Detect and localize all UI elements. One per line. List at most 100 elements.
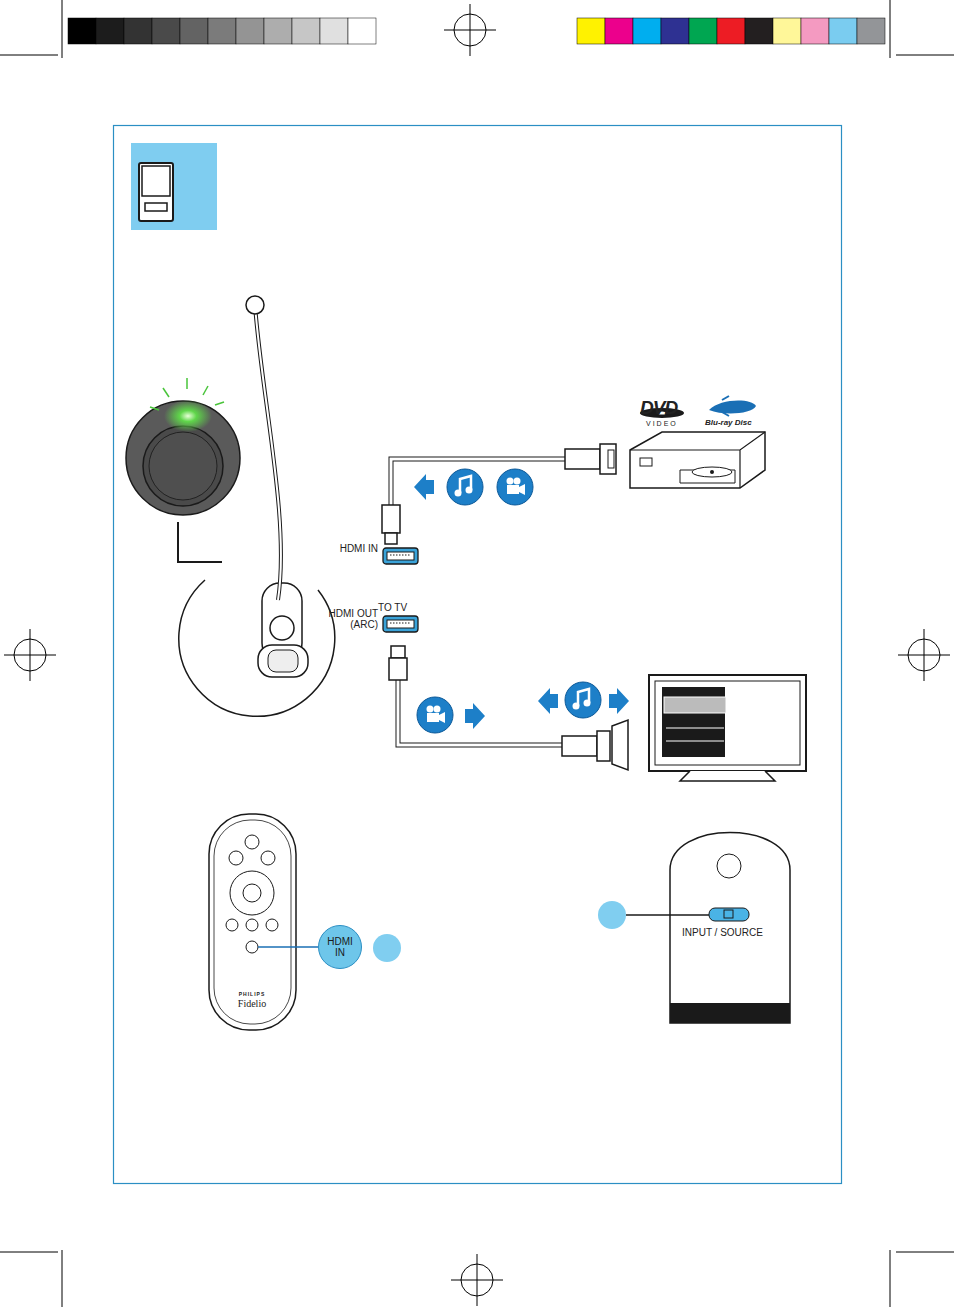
- drawing-rect: [608, 450, 614, 468]
- drawing-path: [414, 474, 434, 500]
- drawing-path: [722, 396, 729, 416]
- drawing-use: [4, 629, 56, 681]
- print-swatch: [605, 18, 633, 44]
- drawing-g: [150, 378, 224, 410]
- print-swatch: [68, 18, 96, 44]
- drawing-line: [215, 402, 224, 405]
- callout-text: HDMI IN: [325, 936, 355, 958]
- drawing-path: [391, 459, 566, 505]
- print-swatch: [320, 18, 348, 44]
- drawing-path: [255, 305, 281, 600]
- print-swatch: [745, 18, 773, 44]
- drawing-use: [383, 616, 418, 632]
- button-label: INPUT / SOURCE: [682, 927, 782, 938]
- print-swatch: [236, 18, 264, 44]
- drawing-path: [630, 432, 765, 488]
- dvd-logo: DVD: [640, 398, 688, 419]
- port-label: TO TV: [378, 602, 418, 613]
- drawing-path: [680, 771, 775, 781]
- drawing-rect: [724, 910, 733, 918]
- dvd-logo: VIDEO: [646, 420, 686, 428]
- drawing-circle: [246, 919, 258, 931]
- drawing-circle: [229, 851, 243, 865]
- drawing-rect: [670, 1003, 790, 1023]
- bluray-logo: Blu-ray Disc: [705, 419, 765, 428]
- drawing-rect: [258, 645, 308, 677]
- print-swatch: [717, 18, 745, 44]
- drawing-circle: [149, 432, 217, 500]
- drawing-rect: [131, 143, 217, 230]
- drawing-rect: [139, 163, 173, 221]
- drawing-path: [630, 432, 765, 488]
- print-swatch: [801, 18, 829, 44]
- drawing-rect: [562, 736, 597, 756]
- drawing-rect: [268, 650, 298, 672]
- drawing-line: [163, 388, 169, 397]
- drawing-line: [890, 0, 891, 58]
- drawing-use: [447, 469, 483, 505]
- drawing-path: [398, 679, 562, 745]
- drawing-path: [666, 728, 724, 741]
- drawing-circle: [126, 401, 240, 515]
- port-label: HDMI OUT (ARC): [318, 608, 378, 630]
- drawing-circle: [261, 851, 275, 865]
- drawing-line: [890, 1250, 891, 1307]
- drawing-polyline: [178, 522, 222, 562]
- drawing-line: [62, 0, 63, 58]
- print-swatch: [689, 18, 717, 44]
- drawing-rect: [385, 533, 397, 544]
- drawing-line: [258, 946, 318, 948]
- drawing-path: [179, 580, 335, 716]
- print-swatch: [124, 18, 152, 44]
- drawing-rect: [600, 444, 616, 474]
- drawing-path: [670, 833, 790, 1024]
- drawing-rect: [142, 166, 170, 196]
- drawing-circle: [717, 854, 741, 878]
- drawing-rect: [640, 458, 652, 466]
- drawing-circle: [143, 426, 223, 506]
- drawing-circle: [373, 934, 401, 962]
- drawing-circle: [246, 296, 264, 314]
- print-swatch: [773, 18, 801, 44]
- drawing-rect: [145, 203, 167, 211]
- drawing-path: [609, 688, 629, 714]
- drawing-rect: [597, 731, 610, 761]
- drawing-rect: [382, 505, 400, 533]
- print-swatch: [633, 18, 661, 44]
- brand-label: Fidelio: [222, 998, 282, 1009]
- print-swatch: [180, 18, 208, 44]
- brand-label: PHILIPS: [232, 992, 272, 998]
- print-swatch: [292, 18, 320, 44]
- drawing-circle: [245, 835, 259, 849]
- print-swatch: [208, 18, 236, 44]
- drawing-ellipse: [164, 400, 212, 432]
- drawing-path: [709, 400, 756, 413]
- drawing-use: [417, 697, 453, 733]
- drawing-line: [626, 914, 709, 916]
- drawing-line: [62, 1250, 63, 1307]
- drawing-use: [444, 4, 496, 56]
- drawing-circle: [230, 871, 274, 915]
- print-swatch: [348, 18, 376, 44]
- drawing-line: [896, 1252, 954, 1253]
- callout-circle: HDMI IN: [318, 925, 362, 969]
- print-swatch: [857, 18, 885, 44]
- drawing-use: [898, 629, 950, 681]
- drawing-line: [896, 55, 954, 56]
- drawing-circle: [266, 919, 278, 931]
- drawing-circle: [243, 884, 261, 902]
- drawing-use: [451, 1254, 503, 1306]
- drawing-rect: [389, 658, 407, 680]
- drawing-line: [150, 407, 159, 410]
- drawing-rect: [565, 449, 600, 469]
- drawing-rect: [209, 814, 296, 1030]
- drawing-rect: [649, 675, 806, 771]
- port-label: HDMI IN: [330, 543, 378, 554]
- drawing-path: [398, 679, 562, 745]
- drawing-path: [391, 459, 566, 505]
- drawing-g: [226, 835, 278, 953]
- drawing-path: [612, 720, 628, 770]
- print-swatch: [661, 18, 689, 44]
